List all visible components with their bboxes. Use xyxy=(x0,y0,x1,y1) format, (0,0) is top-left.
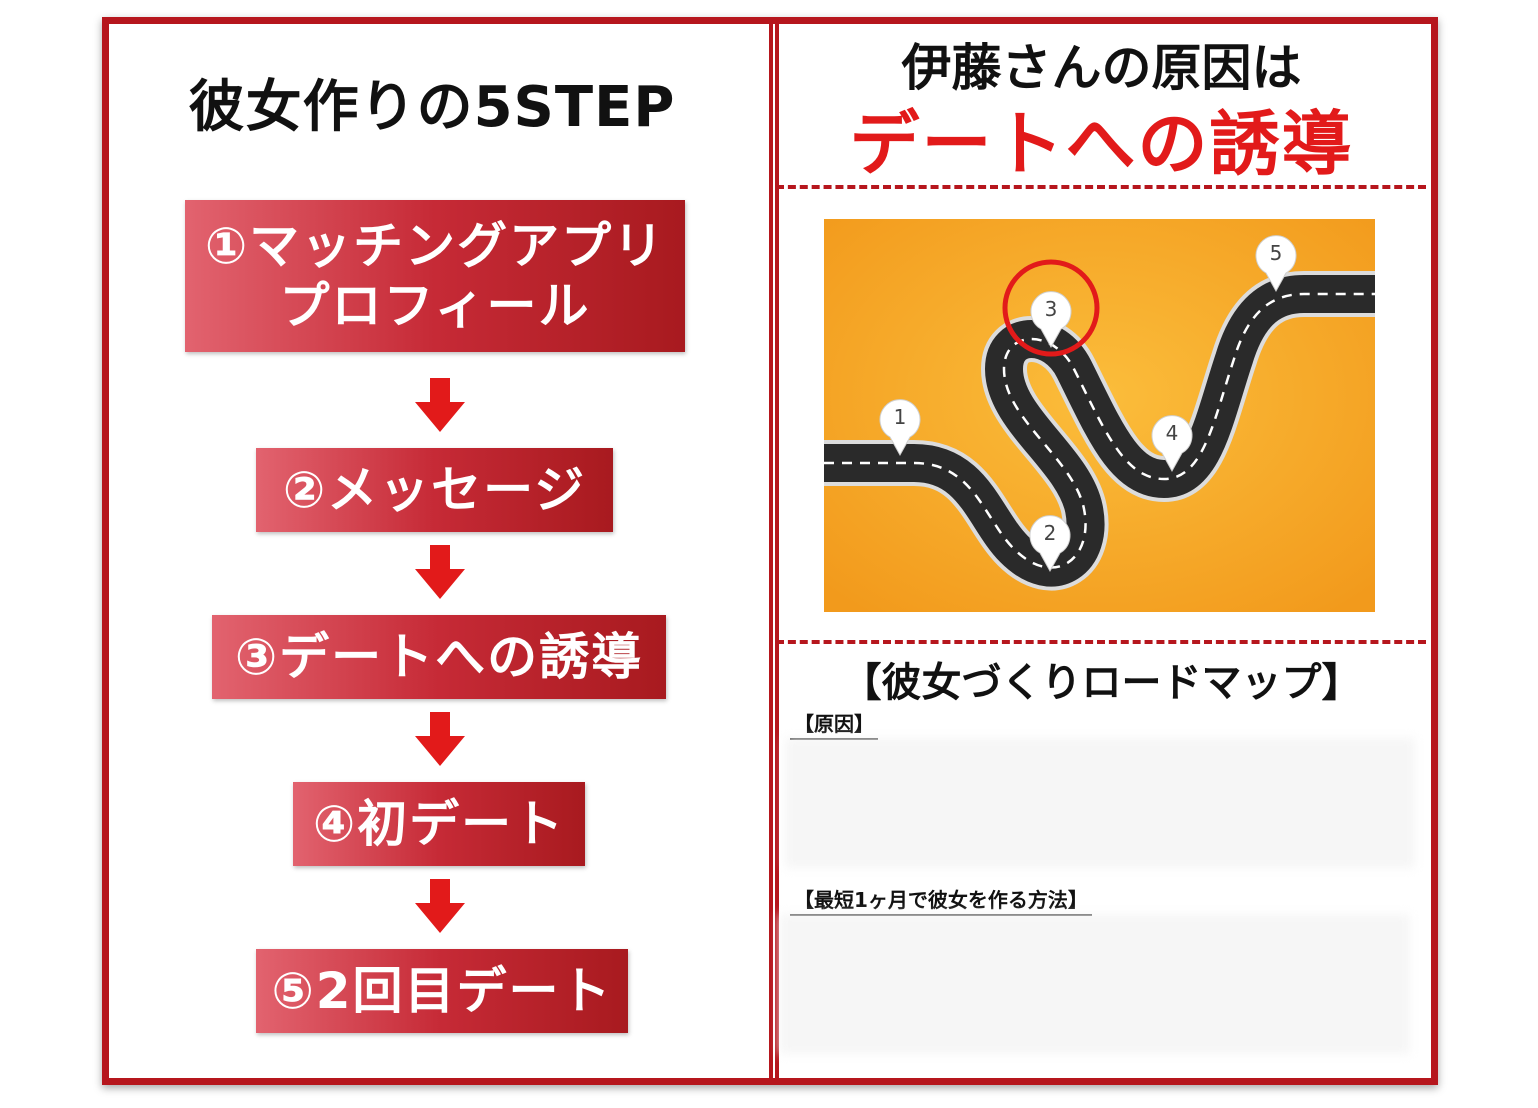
svg-text:4: 4 xyxy=(1166,421,1179,445)
svg-text:3: 3 xyxy=(1045,297,1058,321)
step-4-label: ④初デート xyxy=(312,795,566,853)
steps-title: 彼女作りの5STEP xyxy=(188,75,676,140)
step-1-box: ①マッチングアプリ プロフィール xyxy=(185,200,685,352)
dashed-separator xyxy=(776,185,1426,189)
svg-text:2: 2 xyxy=(1044,521,1057,545)
roadmap-image: 1 2 3 4 5 xyxy=(824,219,1375,612)
cause-highlight: デートへの誘導 xyxy=(849,103,1354,185)
cause-heading: 伊藤さんの原因は xyxy=(901,39,1302,97)
column-divider xyxy=(769,24,779,1078)
map-pin-icon: 1 xyxy=(879,399,921,457)
method-label: 【最短1ヶ月で彼女を作る方法】 xyxy=(790,884,1092,916)
map-pin-icon: 2 xyxy=(1029,515,1071,573)
step-5-box: ⑤2回目デート xyxy=(256,949,628,1033)
step-3-label: ③デートへの誘導 xyxy=(234,628,644,686)
down-arrow-icon xyxy=(415,378,465,432)
roadmap-title: 【彼女づくりロードマップ】 xyxy=(841,660,1362,706)
blurred-cause-text xyxy=(785,738,1415,868)
down-arrow-icon xyxy=(415,712,465,766)
down-arrow-icon xyxy=(415,879,465,933)
step-1-line1: ①マッチングアプリ xyxy=(204,217,666,275)
step-2-label: ②メッセージ xyxy=(282,461,587,519)
step-5-label: ⑤2回目デート xyxy=(271,962,613,1020)
step-2-box: ②メッセージ xyxy=(256,448,613,532)
highlight-circle-icon xyxy=(1002,259,1100,357)
cause-label: 【原因】 xyxy=(790,708,878,740)
step-1-line2: プロフィール xyxy=(279,277,591,335)
svg-text:1: 1 xyxy=(894,405,907,429)
svg-text:5: 5 xyxy=(1270,241,1283,265)
map-pin-icon: 3 xyxy=(1030,291,1072,349)
step-4-box: ④初デート xyxy=(293,782,585,866)
map-pin-icon: 4 xyxy=(1151,415,1193,473)
blurred-method-text xyxy=(780,914,1410,1054)
step-3-box: ③デートへの誘導 xyxy=(212,615,666,699)
map-pin-icon: 5 xyxy=(1255,235,1297,293)
down-arrow-icon xyxy=(415,545,465,599)
dashed-separator xyxy=(776,640,1426,644)
